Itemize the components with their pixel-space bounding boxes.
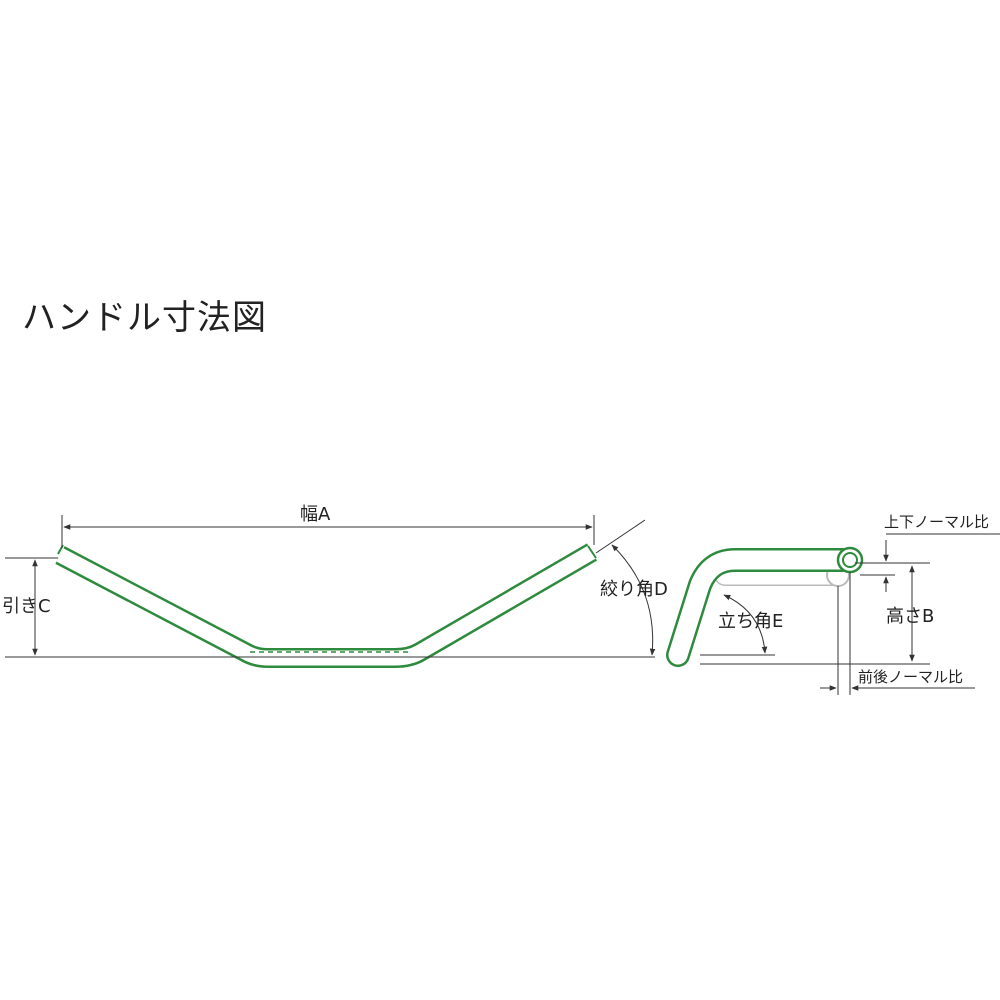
height-dimension: 高さB (700, 562, 934, 665)
diagram-title: ハンドル寸法図 (22, 298, 267, 338)
vertical-normal-label: 上下ノーマル比 (884, 513, 989, 531)
fore-aft-normal-dimension: 前後ノーマル比 (820, 572, 975, 695)
sweep-angle-dimension: 絞り角D (595, 519, 668, 656)
front-bar-inner (56, 545, 596, 666)
front-bar-end-right (587, 545, 597, 559)
side-bar-end-inner (842, 552, 858, 568)
side-view-handlebar (666, 546, 864, 667)
pullback-dimension: 引きC (2, 557, 655, 658)
side-bar-inner (668, 550, 860, 665)
fore-aft-normal-label: 前後ノーマル比 (858, 668, 963, 686)
rise-angle-dimension: 立ち角E (700, 594, 783, 656)
vertical-normal-dimension: 上下ノーマル比 (860, 513, 1000, 592)
width-label: 幅A (300, 504, 331, 525)
width-dimension: 幅A (61, 504, 595, 548)
pullback-label: 引きC (2, 596, 51, 617)
front-view-handlebar (55, 543, 598, 668)
height-label: 高さB (886, 606, 934, 627)
sweep-angle-label: 絞り角D (600, 579, 668, 600)
rise-angle-label: 立ち角E (718, 611, 783, 632)
